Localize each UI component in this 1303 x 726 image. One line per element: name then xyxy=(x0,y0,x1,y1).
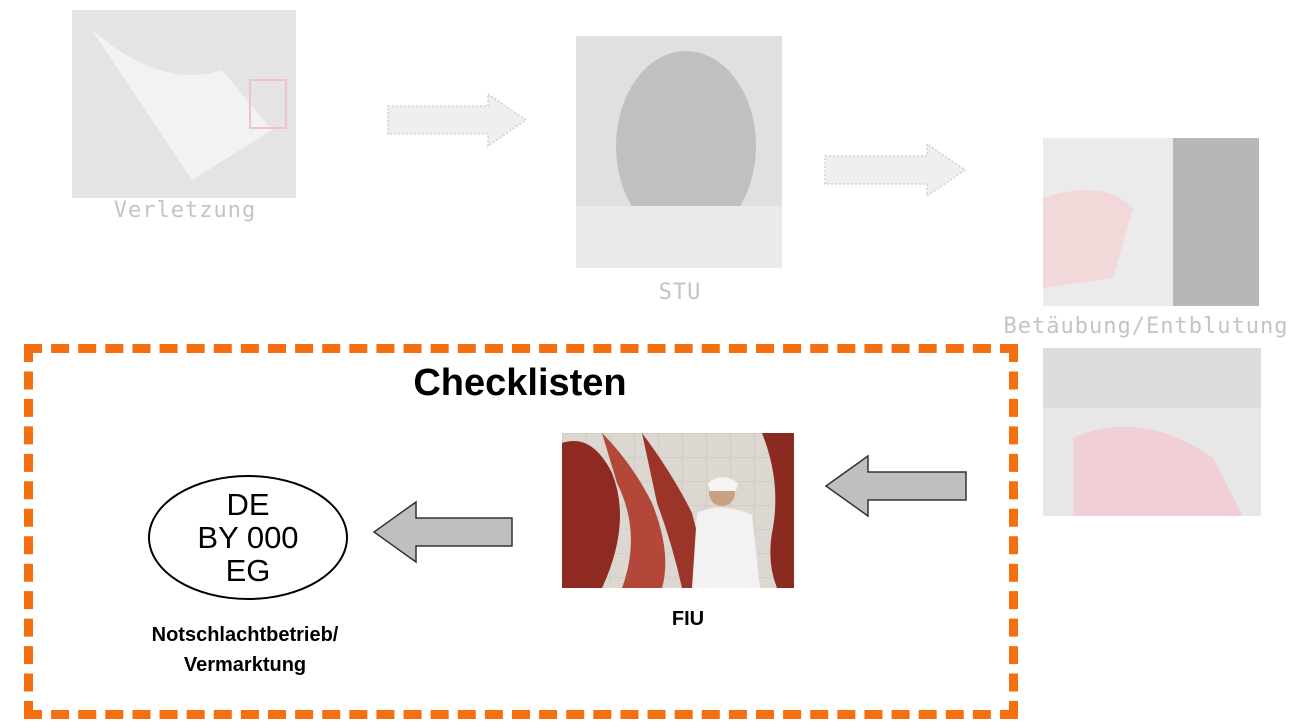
stu-image xyxy=(576,36,782,268)
notschlacht-label-line1: Notschlachtbetrieb/ xyxy=(151,624,339,646)
fiu-image xyxy=(562,433,794,588)
entblutung-photo xyxy=(1043,348,1261,516)
arrow-right-icon xyxy=(387,92,528,148)
notschlacht-label: Notschlachtbetrieb/ Vermarktung xyxy=(100,620,390,680)
stamp-country: DE xyxy=(226,487,270,522)
stu-label: STU xyxy=(658,280,702,305)
betaeubung-label: Betäubung/Entblutung xyxy=(1003,314,1289,339)
stamp-suffix: EG xyxy=(225,553,271,588)
arrow-left-icon xyxy=(372,500,513,564)
verletzung-image xyxy=(72,10,296,198)
arrow-left-icon xyxy=(824,454,967,518)
fiu-photo xyxy=(562,433,794,588)
verletzung-label: Verletzung xyxy=(113,198,257,223)
fiu-label: FIU xyxy=(671,608,705,630)
stu-photo xyxy=(576,36,782,268)
betaeubung-photo xyxy=(1043,138,1259,306)
stamp-number: BY 000 xyxy=(197,520,299,555)
betaeubung-image xyxy=(1043,138,1259,306)
notschlacht-label-line2: Vermarktung xyxy=(183,654,307,676)
verletzung-photo xyxy=(72,10,296,198)
checklist-frame xyxy=(24,344,1018,719)
checklist-title: Checklisten xyxy=(413,362,627,404)
entblutung-image xyxy=(1043,348,1261,516)
approval-stamp: DE BY 000 EG xyxy=(148,475,348,600)
arrow-right-icon xyxy=(824,142,967,198)
